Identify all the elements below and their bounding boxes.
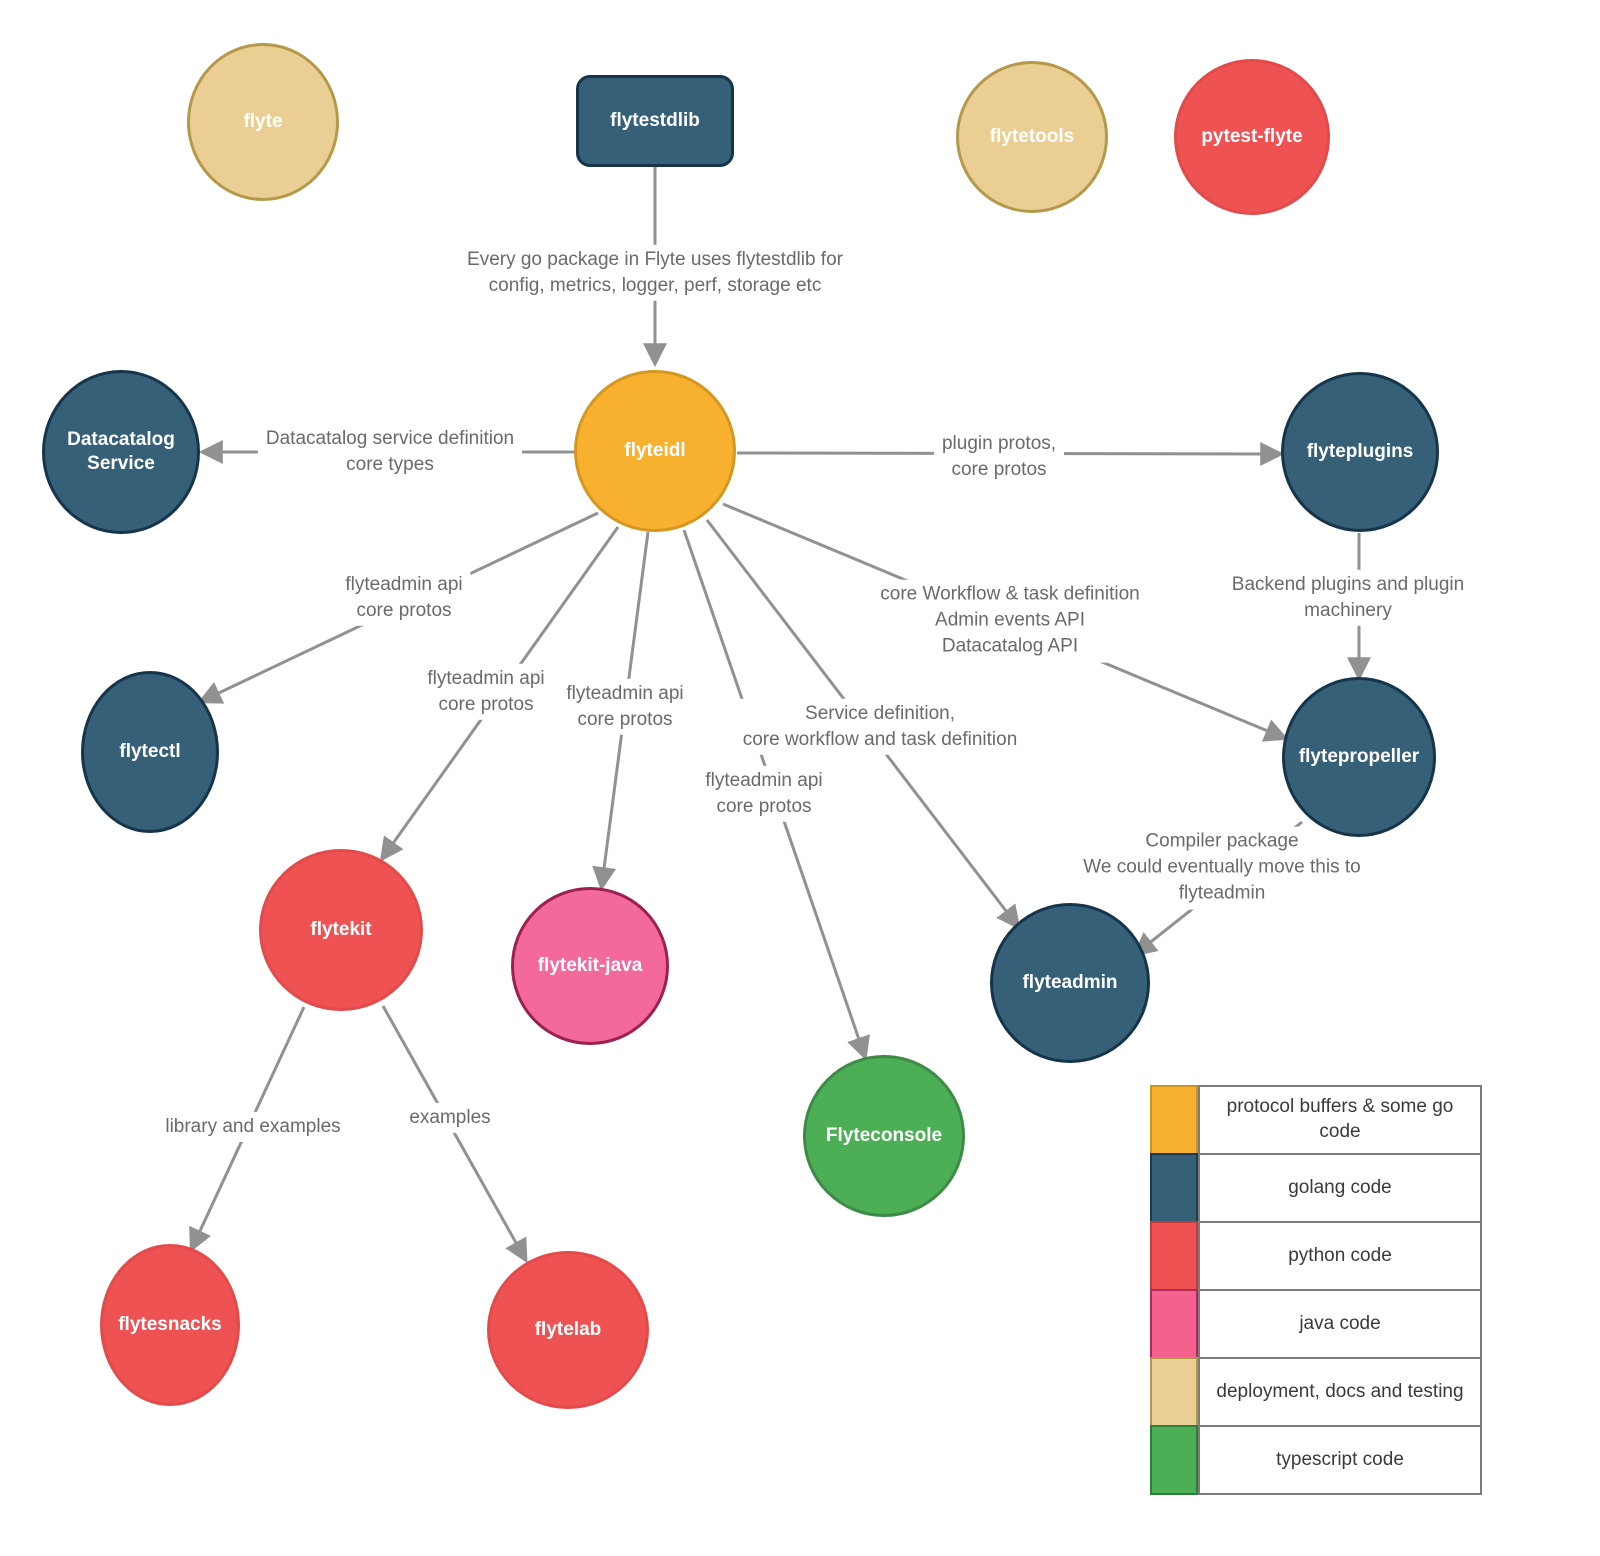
legend-row: typescript code <box>1150 1425 1482 1495</box>
edge-label-flyteidl-flyteadmin: Service definition, core workflow and ta… <box>734 698 1026 756</box>
legend-swatch-deployment <box>1150 1357 1198 1427</box>
node-flytelab-label: flytelab <box>534 1319 602 1341</box>
legend-label-typescript: typescript code <box>1198 1425 1482 1495</box>
edge-label-flyteidl-flytekit-java: flyteadmin api core protos <box>558 678 692 736</box>
node-flytestdlib-label: flytestdlib <box>610 110 700 132</box>
node-flytekit-java: flytekit-java <box>511 887 669 1045</box>
node-flyteidl-label: flyteidl <box>624 440 686 462</box>
node-flytelab: flytelab <box>487 1251 649 1409</box>
legend-label-java: java code <box>1198 1289 1482 1359</box>
legend-row: deployment, docs and testing <box>1150 1357 1482 1427</box>
node-flyteconsole-label: Flyteconsole <box>825 1125 943 1147</box>
legend-row: protocol buffers & some go code <box>1150 1085 1482 1155</box>
node-flyteadmin-label: flyteadmin <box>1022 972 1118 994</box>
edge-label-flyteidl-flytekit: flyteadmin api core protos <box>419 663 553 721</box>
legend-swatch-golang <box>1150 1153 1198 1223</box>
node-flytekit: flytekit <box>259 849 423 1011</box>
legend-swatch-typescript <box>1150 1425 1198 1495</box>
node-flytetools-label: flytetools <box>989 126 1075 148</box>
node-datacatalog-service-label: Datacatalog Service <box>67 429 175 474</box>
node-flytesnacks-label: flytesnacks <box>118 1314 222 1336</box>
legend-swatch-java <box>1150 1289 1198 1359</box>
edge-label-flyteplugins-flytepropeller: Backend plugins and plugin machinery <box>1222 569 1474 627</box>
node-flytepropeller-label: flytepropeller <box>1298 746 1420 768</box>
node-flyteplugins-label: flyteplugins <box>1306 441 1414 463</box>
node-pytest-flyte-label: pytest-flyte <box>1201 126 1303 148</box>
node-datacatalog-service: Datacatalog Service <box>42 370 200 534</box>
edge-label-flyteidl-flyteconsole: flyteadmin api core protos <box>697 765 831 823</box>
node-flytectl: flytectl <box>81 671 219 833</box>
node-flytekit-label: flytekit <box>310 919 372 941</box>
edge-label-flytepropeller-flyteadmin: Compiler package We could eventually mov… <box>1033 826 1411 910</box>
node-flytepropeller: flytepropeller <box>1282 677 1436 837</box>
legend-label-python: python code <box>1198 1221 1482 1291</box>
node-flyteadmin: flyteadmin <box>990 903 1150 1063</box>
node-flytestdlib: flytestdlib <box>576 75 734 167</box>
node-flyteconsole: Flyteconsole <box>803 1055 965 1217</box>
node-flyte: flyte <box>187 43 339 201</box>
edge-label-flyteidl-flytepropeller: core Workflow & task definition Admin ev… <box>872 579 1148 663</box>
node-flyteplugins: flyteplugins <box>1281 372 1439 532</box>
edge-label-flyteidl-flytectl: flyteadmin api core protos <box>337 569 471 627</box>
edge-label-flytekit-flytesnacks: library and examples <box>157 1111 349 1143</box>
node-flytectl-label: flytectl <box>119 741 181 763</box>
legend-row: golang code <box>1150 1153 1482 1223</box>
edge-label-flytestdlib-flyteidl: Every go package in Flyte uses flytestdl… <box>459 244 851 302</box>
node-flytesnacks: flytesnacks <box>100 1244 240 1406</box>
node-flyteidl: flyteidl <box>574 370 736 532</box>
legend-label-deployment: deployment, docs and testing <box>1198 1357 1482 1427</box>
edge-label-flyteidl-flyteplugins: plugin protos, core protos <box>933 428 1065 486</box>
node-flyte-label: flyte <box>243 111 283 133</box>
legend-label-protocol-buffers: protocol buffers & some go code <box>1198 1085 1482 1155</box>
node-flytekit-java-label: flytekit-java <box>537 955 643 977</box>
legend-row: python code <box>1150 1221 1482 1291</box>
legend-row: java code <box>1150 1289 1482 1359</box>
legend-swatch-protocol-buffers <box>1150 1085 1198 1155</box>
edge-label-flytekit-flytelab: examples <box>401 1102 499 1134</box>
edge-label-flyteidl-datacatalog: Datacatalog service definition core type… <box>257 423 523 481</box>
node-flytetools: flytetools <box>956 61 1108 213</box>
legend-swatch-python <box>1150 1221 1198 1291</box>
legend-label-golang: golang code <box>1198 1153 1482 1223</box>
node-pytest-flyte: pytest-flyte <box>1174 59 1330 215</box>
legend: protocol buffers & some go code golang c… <box>1150 1085 1482 1495</box>
